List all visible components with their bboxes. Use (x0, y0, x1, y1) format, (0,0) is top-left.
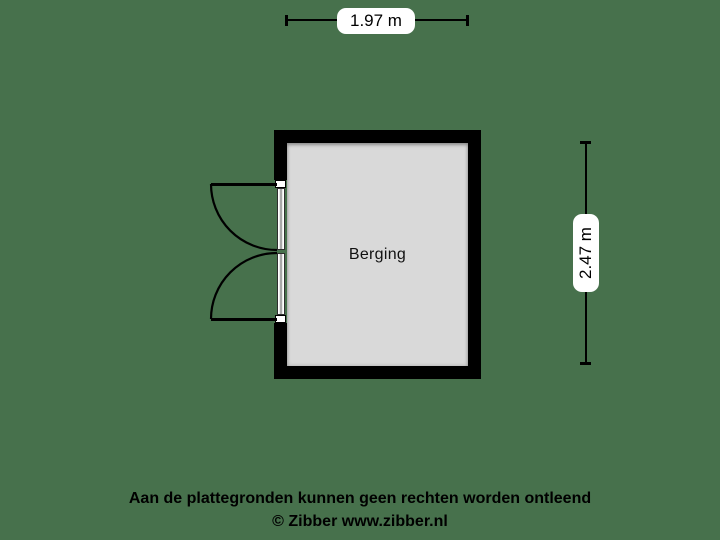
door-leaf-top (277, 188, 285, 250)
door-swing-arc-bottom (209, 251, 278, 320)
dimension-width-tick-right (466, 15, 469, 26)
footer-copyright: © Zibber www.zibber.nl (272, 513, 448, 530)
door-panel-open-bottom (211, 318, 277, 321)
room-label: Berging (348, 245, 407, 263)
door-leaf-bottom (277, 253, 285, 315)
dimension-height-label: 2.47 m (573, 214, 599, 292)
footer: Aan de plattegronden kunnen geen rechten… (0, 487, 720, 533)
dimension-width-tick-left (285, 15, 288, 26)
door-swing-arc-top (209, 183, 278, 252)
dimension-height-tick-bottom (580, 362, 591, 365)
footer-disclaimer: Aan de plattegronden kunnen geen rechten… (128, 490, 592, 507)
dimension-height-tick-top (580, 141, 591, 144)
door-panel-open-top (211, 183, 277, 186)
room-floor: Berging (287, 143, 468, 366)
dimension-width-label: 1.97 m (337, 8, 415, 34)
